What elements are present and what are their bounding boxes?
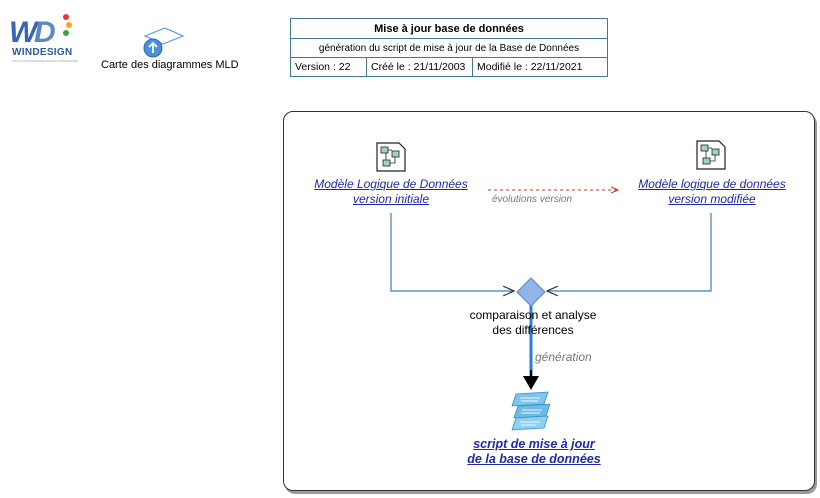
generation-label: génération xyxy=(535,350,592,364)
logo-wordmark: WINDESIGN xyxy=(12,47,73,58)
meta-row: Version : 22 Créé le : 21/11/2003 Modifi… xyxy=(291,58,607,77)
initial-model-line1[interactable]: Modèle Logique de Données xyxy=(314,177,468,191)
up-arrow-map-icon[interactable] xyxy=(141,26,185,58)
script-link[interactable]: script de mise à jour de la base de donn… xyxy=(446,437,622,467)
script-line1[interactable]: script de mise à jour xyxy=(473,437,595,451)
modified-model-line2[interactable]: version modifiée xyxy=(668,192,756,206)
data-model-icon[interactable] xyxy=(695,139,727,171)
modified-cell: Modifié le : 22/11/2021 xyxy=(477,61,583,73)
windesign-logo: W D xyxy=(9,14,72,49)
evolution-label: évolutions version xyxy=(492,194,573,205)
logo-tagline: SOLUTIONS DE MODÉLISATION ENTREPRISE xyxy=(12,59,78,63)
svg-text:D: D xyxy=(34,16,56,49)
modified-model-line1[interactable]: Modèle logique de données xyxy=(638,177,786,191)
modified-to-comparison-connector xyxy=(547,213,712,291)
svg-text:W: W xyxy=(9,16,40,49)
page-title: Mise à jour base de données xyxy=(291,19,607,39)
comparison-label: comparaison et analyse des différences xyxy=(453,308,613,338)
modified-model-link[interactable]: Modèle logique de données version modifi… xyxy=(622,177,802,207)
initial-model-line2[interactable]: version initiale xyxy=(352,192,430,206)
script-line2[interactable]: de la base de données xyxy=(467,452,601,466)
map-link-label[interactable]: Carte des diagrammes MLD xyxy=(101,59,239,71)
version-cell: Version : 22 xyxy=(291,58,367,77)
initial-model-link[interactable]: Modèle Logique de Données version initia… xyxy=(301,177,481,207)
data-model-icon[interactable] xyxy=(375,141,407,173)
decision-diamond-icon xyxy=(516,277,546,307)
page-subtitle: génération du script de mise à jour de l… xyxy=(291,39,607,58)
created-cell: Créé le : 21/11/2003 xyxy=(367,58,473,77)
initial-to-comparison-connector xyxy=(390,213,514,291)
comparison-line2: des différences xyxy=(492,323,574,337)
comparison-line1: comparaison et analyse xyxy=(469,308,597,322)
script-document-icon[interactable] xyxy=(510,390,552,434)
header-table: Mise à jour base de données génération d… xyxy=(290,18,608,77)
diagram-frame xyxy=(283,111,815,491)
